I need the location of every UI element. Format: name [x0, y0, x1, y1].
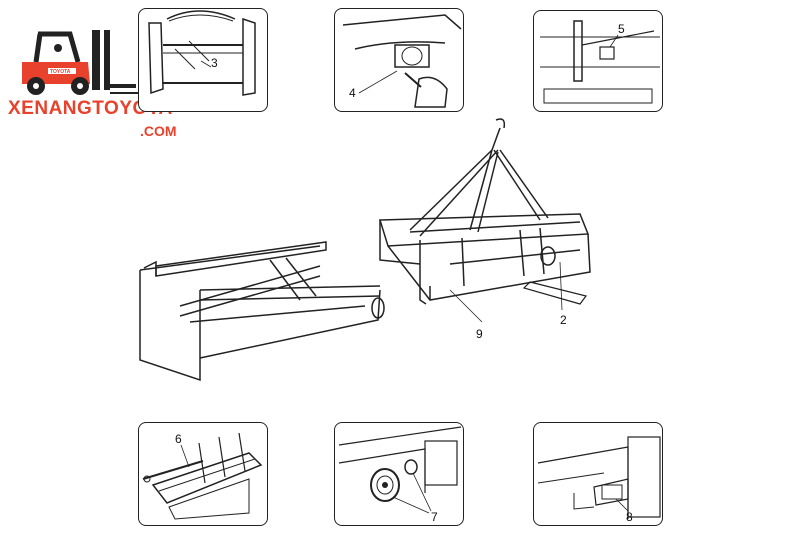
brand-name: XENANGTOYOTA — [8, 98, 173, 119]
brand-domain: .COM — [140, 123, 177, 139]
callout-8: 8 — [626, 510, 633, 524]
badge-text: TOYOTA — [50, 69, 71, 75]
main-lifting-diagram: 9 2 — [120, 110, 620, 400]
callout-4: 4 — [349, 86, 356, 100]
callout-5: 5 — [618, 22, 625, 36]
left-frame — [139, 241, 385, 382]
callout-9: 9 — [476, 327, 483, 341]
callout-7: 7 — [431, 510, 438, 524]
detail-panel-4: 4 — [334, 8, 464, 112]
forklift-logo: TOYOTA — [8, 22, 193, 142]
callout-6: 6 — [175, 432, 182, 446]
detail-panel-7: 7 — [334, 422, 464, 526]
forklift-icon: TOYOTA — [22, 30, 140, 95]
detail-panel-6: 6 — [138, 422, 268, 526]
slings — [409, 118, 549, 237]
callout-2: 2 — [560, 313, 567, 327]
detail-panel-5: 5 — [533, 10, 663, 112]
shim-plate — [522, 281, 588, 305]
carriage — [378, 213, 591, 305]
detail-panel-3: 3 — [138, 8, 268, 112]
detail-panel-8: 8 — [533, 422, 663, 526]
callout-3: 3 — [211, 56, 218, 70]
